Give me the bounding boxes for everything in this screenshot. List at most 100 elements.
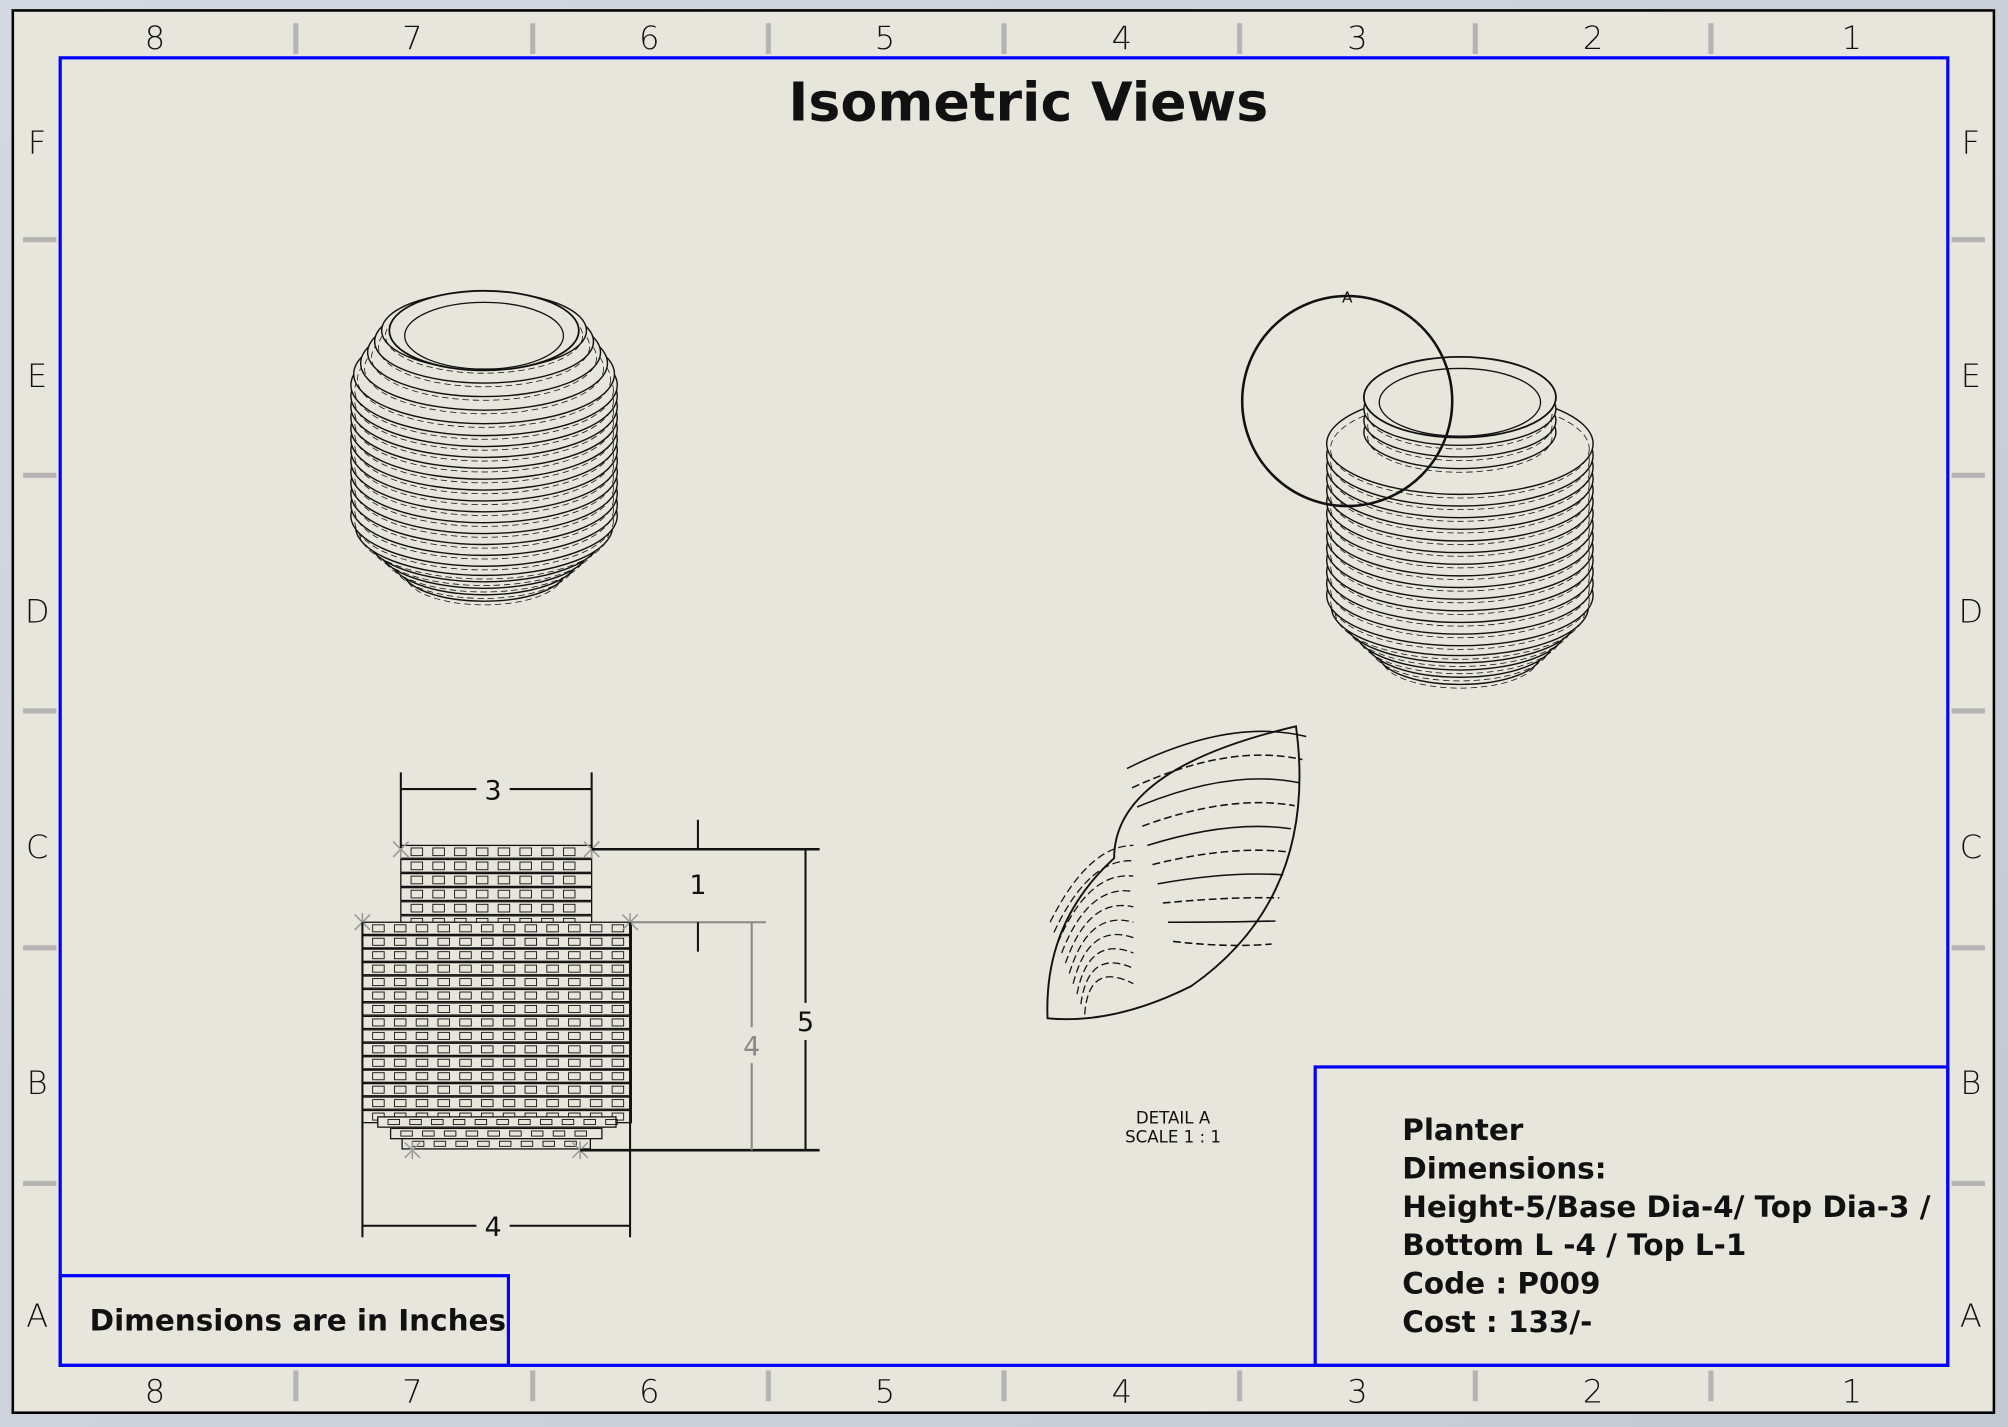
front-slot <box>481 951 494 960</box>
front-slot <box>474 1119 488 1126</box>
front-slot <box>568 1072 581 1081</box>
front-slot <box>481 1045 494 1054</box>
front-slot <box>475 875 489 885</box>
front-slot <box>481 1018 494 1027</box>
front-band <box>361 1069 632 1083</box>
title-block-cost: Cost : 133/- <box>1402 1305 1592 1339</box>
front-slot <box>520 1140 534 1147</box>
front-band <box>361 1096 632 1110</box>
front-slot <box>437 951 450 960</box>
front-slot <box>481 924 494 933</box>
front-slot <box>524 978 538 987</box>
front-slot <box>589 978 603 987</box>
front-slot <box>524 924 538 933</box>
isometric-view-left[interactable] <box>350 289 618 606</box>
row-label-left: D <box>25 593 50 631</box>
front-slot <box>437 1045 450 1054</box>
front-slot <box>589 991 603 1000</box>
dim-bottom-length[interactable]: 4 <box>743 1031 760 1062</box>
front-slot <box>611 1085 625 1094</box>
front-slot <box>459 951 472 960</box>
front-band <box>361 1042 632 1057</box>
front-slot <box>372 924 385 933</box>
front-slot <box>459 937 472 946</box>
column-label-top: 1 <box>1842 19 1862 57</box>
detail-ring <box>1142 801 1295 827</box>
column-label-bottom: 5 <box>875 1372 895 1410</box>
title-block-name: Planter <box>1402 1113 1524 1147</box>
front-slot <box>393 1099 407 1108</box>
planter-opening <box>1378 367 1542 437</box>
front-slot <box>497 889 511 899</box>
front-slot <box>452 1119 466 1126</box>
detail-label: DETAIL A <box>1136 1108 1211 1127</box>
front-slot <box>502 937 516 946</box>
front-view[interactable] <box>354 840 639 1160</box>
dim-top-diameter[interactable]: 3 <box>484 775 501 806</box>
detail-ring <box>1131 754 1303 789</box>
front-slot <box>415 1031 429 1040</box>
front-slot <box>552 1130 566 1137</box>
front-slot <box>415 1058 429 1067</box>
front-slot <box>393 951 407 960</box>
front-band <box>361 921 632 936</box>
front-slot <box>372 951 385 960</box>
front-slot <box>502 1031 516 1040</box>
front-slot <box>481 1085 494 1094</box>
front-slot <box>561 1119 575 1126</box>
front-slot <box>546 924 559 933</box>
dim-height[interactable]: 5 <box>797 1007 814 1038</box>
row-label-right: B <box>1960 1064 1981 1102</box>
detail-view-a[interactable] <box>1046 725 1307 1021</box>
front-slot <box>524 991 538 1000</box>
front-slot <box>432 903 445 913</box>
front-slot <box>455 1140 468 1147</box>
front-slot <box>524 1018 538 1027</box>
front-slot <box>502 951 516 960</box>
front-slot <box>459 924 472 933</box>
front-slot <box>487 1130 500 1137</box>
detail-callout-circle[interactable] <box>1240 294 1454 508</box>
front-slot <box>459 1099 472 1108</box>
front-slot <box>502 978 516 987</box>
detail-ring <box>1080 962 1134 1005</box>
front-slot <box>546 937 559 946</box>
front-slot <box>415 1072 429 1081</box>
front-slot <box>410 875 424 885</box>
front-slot <box>459 978 472 987</box>
front-slot <box>454 903 467 913</box>
dim-base-diameter[interactable]: 4 <box>484 1212 501 1243</box>
front-slot <box>409 1119 422 1126</box>
dim-top-length[interactable]: 1 <box>689 870 706 901</box>
front-slot <box>546 1031 559 1040</box>
isometric-view-right[interactable] <box>1326 355 1594 689</box>
column-label-top: 5 <box>875 19 895 57</box>
detail-ring <box>1157 873 1284 885</box>
front-band <box>400 887 593 902</box>
front-slot <box>437 1058 450 1067</box>
front-slot <box>372 1072 385 1081</box>
front-slot <box>519 875 532 885</box>
front-band <box>400 858 593 873</box>
front-slot <box>459 964 472 973</box>
front-slot <box>459 1031 472 1040</box>
front-slot <box>541 903 554 913</box>
front-slot <box>502 1018 516 1027</box>
front-slot <box>524 1045 538 1054</box>
front-slot <box>589 1099 603 1108</box>
front-slot <box>481 978 494 987</box>
column-label-bottom: 3 <box>1347 1372 1367 1410</box>
front-slot <box>611 1031 625 1040</box>
row-label-right: E <box>1961 357 1981 395</box>
detail-ring <box>1136 778 1299 808</box>
front-slot <box>410 903 424 913</box>
column-label-bottom: 1 <box>1842 1372 1862 1410</box>
front-slot <box>568 951 581 960</box>
front-slot <box>393 1085 407 1094</box>
front-slot <box>589 964 603 973</box>
title-block-dimensions-heading: Dimensions: <box>1402 1151 1606 1185</box>
detail-ring <box>1162 896 1280 904</box>
front-slot <box>465 1130 479 1137</box>
row-label-left: E <box>27 357 47 395</box>
front-slot <box>481 991 494 1000</box>
